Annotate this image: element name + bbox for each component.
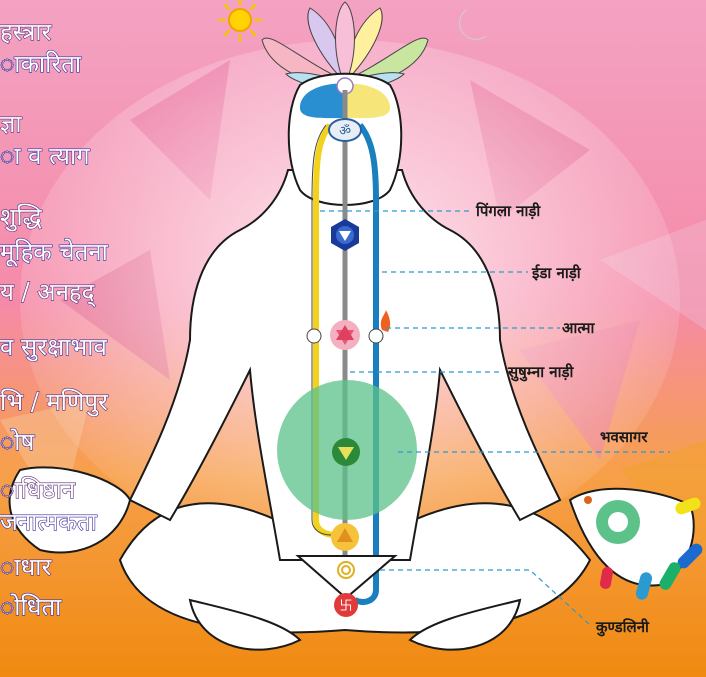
om-icon: ॐ (339, 124, 351, 139)
sushumna-label: सुषुम्ना नाड़ी (507, 363, 575, 382)
swastika-icon: 卐 (339, 599, 352, 614)
swadishthan-chakra (331, 523, 359, 551)
nabhi-quality-label: ोष (0, 428, 35, 456)
sun-icon (219, 0, 261, 41)
kundalini-label: कुण्डलिनी (595, 618, 650, 637)
ida-label: ईडा नाड़ी (531, 264, 582, 282)
anahat-chakra (330, 320, 360, 350)
agya-chakra: ॐ (329, 119, 361, 141)
nabhi-chakra (332, 438, 360, 466)
agya-quality-label: ा व त्याग (0, 142, 90, 170)
mooladhara-label: ाधार (0, 553, 52, 581)
sahasrara-quality-label: ाकारिता (0, 50, 82, 78)
agya-label: ज्ञा (0, 110, 22, 138)
anahat-quality-label: व सुरक्षाभाव (0, 333, 108, 362)
nabhi-label: भि / मणिपुर (0, 388, 109, 417)
pingala-label: पिंगला नाड़ी (475, 202, 541, 220)
vishuddhi-label: शुद्धि (0, 203, 43, 232)
swadishthan-label: ाधिष्ठान (0, 476, 76, 504)
mooladhara-quality-label: ोधिता (0, 593, 62, 621)
sahasrara-label: हस्त्रार (0, 18, 53, 46)
mooladhara-chakra: 卐 (334, 593, 358, 617)
swadishthan-quality-label: जनात्मकता (0, 508, 98, 536)
atma-label: आत्मा (562, 319, 596, 337)
vishuddhi-quality-label: मूहिक चेतना (0, 238, 109, 267)
bhavsagar-label: भवसागर (600, 428, 648, 446)
anahat-label: य / अनहद् (0, 278, 96, 308)
